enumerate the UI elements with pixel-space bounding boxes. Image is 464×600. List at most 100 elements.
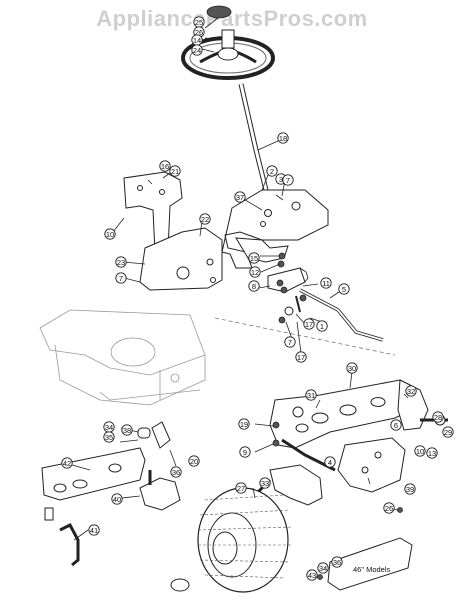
callout-circle — [169, 165, 181, 177]
callout-number: 26 — [195, 28, 203, 37]
callout-number: 17 — [297, 353, 305, 362]
callout-number: 43 — [308, 571, 316, 580]
callout-number: 27 — [237, 484, 245, 493]
callout-circle — [442, 426, 454, 438]
callout-number: 1 — [320, 322, 324, 331]
callout-number: 36 — [333, 558, 341, 567]
callout-number: 23 — [117, 258, 125, 267]
callout-9: 9 — [239, 446, 251, 458]
callout-15: 15 — [248, 252, 260, 264]
callout-number: 5 — [342, 285, 346, 294]
callout-number: 29 — [444, 428, 452, 437]
callout-number: 17 — [305, 320, 313, 329]
callout-number: 6 — [394, 421, 398, 430]
callout-circle — [234, 191, 246, 203]
watermark-text: AppliancePartsPros.com — [96, 6, 368, 31]
callout-number: 28 — [434, 413, 442, 422]
callout-19: 19 — [238, 418, 250, 430]
callout-number: 14 — [193, 36, 201, 45]
callout-37: 37 — [234, 191, 246, 203]
callout-number: 36 — [172, 468, 180, 477]
drag-link — [299, 288, 384, 342]
callout-26: 26 — [383, 502, 395, 514]
callout-number: 41 — [90, 526, 98, 535]
callout-number: 33 — [261, 479, 269, 488]
callout-circle — [320, 277, 332, 289]
callout-circle — [414, 445, 426, 457]
callout-4: 4 — [324, 456, 336, 468]
models-note: 46" Models — [353, 565, 391, 574]
dash-mount-plate — [139, 227, 223, 291]
left-front-axle-exploded — [41, 421, 171, 501]
callout-7: 7 — [115, 272, 127, 284]
callout-circle — [390, 419, 402, 431]
callout-circle — [383, 502, 395, 514]
callout-6: 6 — [390, 419, 402, 431]
wheel-bearing — [170, 578, 190, 592]
callout-circle — [305, 389, 317, 401]
callout-circle — [115, 256, 127, 268]
callout-number: 42 — [63, 459, 71, 468]
leader-lines — [71, 17, 409, 541]
callout-14: 14 — [191, 34, 203, 46]
callout-23: 23 — [115, 256, 127, 268]
callout-10: 10 — [104, 228, 116, 240]
callout-circle — [404, 483, 416, 495]
callout-28: 28 — [432, 411, 444, 423]
callout-circle — [266, 165, 278, 177]
callout-number: 37 — [236, 193, 244, 202]
callout-circle — [235, 482, 247, 494]
front-tire — [170, 487, 293, 593]
callout-1: 1 — [316, 320, 328, 332]
callout-12: 12 — [249, 266, 261, 278]
callout-circle — [238, 418, 250, 430]
callout-number: 40 — [113, 495, 121, 504]
callout-41: 41 — [88, 524, 100, 536]
callout-13: 13 — [426, 447, 438, 459]
callout-circle — [338, 283, 350, 295]
chassis-frame — [39, 309, 206, 406]
callout-number: 34 — [319, 564, 327, 573]
callout-35: 35 — [103, 431, 115, 443]
callout-circle — [324, 456, 336, 468]
callout-number: 26 — [385, 504, 393, 513]
callout-number: 4 — [328, 458, 332, 467]
callout-number: 11 — [322, 279, 330, 288]
callout-circle — [282, 174, 294, 186]
callout-number: 7 — [288, 338, 292, 347]
callout-circle — [61, 457, 73, 469]
callout-circle — [303, 318, 315, 330]
callout-8: 8 — [248, 280, 260, 292]
callout-39: 39 — [404, 483, 416, 495]
callout-33: 33 — [259, 477, 271, 489]
callout-number: 3 — [279, 175, 283, 184]
callout-circle — [88, 524, 100, 536]
axle-cover-plate — [337, 437, 406, 493]
callout-32: 32 — [405, 385, 417, 397]
callout-circle — [284, 336, 296, 348]
callout-circle — [104, 228, 116, 240]
callout-circle — [259, 477, 271, 489]
callout-number: 38 — [123, 426, 131, 435]
callout-20: 20 — [188, 455, 200, 467]
callout-circle — [331, 556, 343, 568]
callout-circle — [316, 320, 328, 332]
steering-wheel — [181, 5, 275, 80]
callout-17: 17 — [303, 318, 315, 330]
callout-circle — [249, 266, 261, 278]
left-spindle-exploded — [139, 470, 181, 511]
callout-number: 35 — [105, 433, 113, 442]
callout-2: 2 — [266, 165, 278, 177]
callout-circle — [111, 493, 123, 505]
callout-circle — [405, 385, 417, 397]
callout-24: 24 — [191, 44, 203, 56]
callout-circle — [121, 424, 133, 436]
callout-circle — [306, 569, 318, 581]
callout-number: 30 — [348, 364, 356, 373]
callout-number: 19 — [240, 420, 248, 429]
callout-7: 7 — [282, 174, 294, 186]
callout-38: 38 — [121, 424, 133, 436]
callout-circle — [295, 351, 307, 363]
callout-circle — [188, 455, 200, 467]
front-axle — [269, 379, 413, 449]
